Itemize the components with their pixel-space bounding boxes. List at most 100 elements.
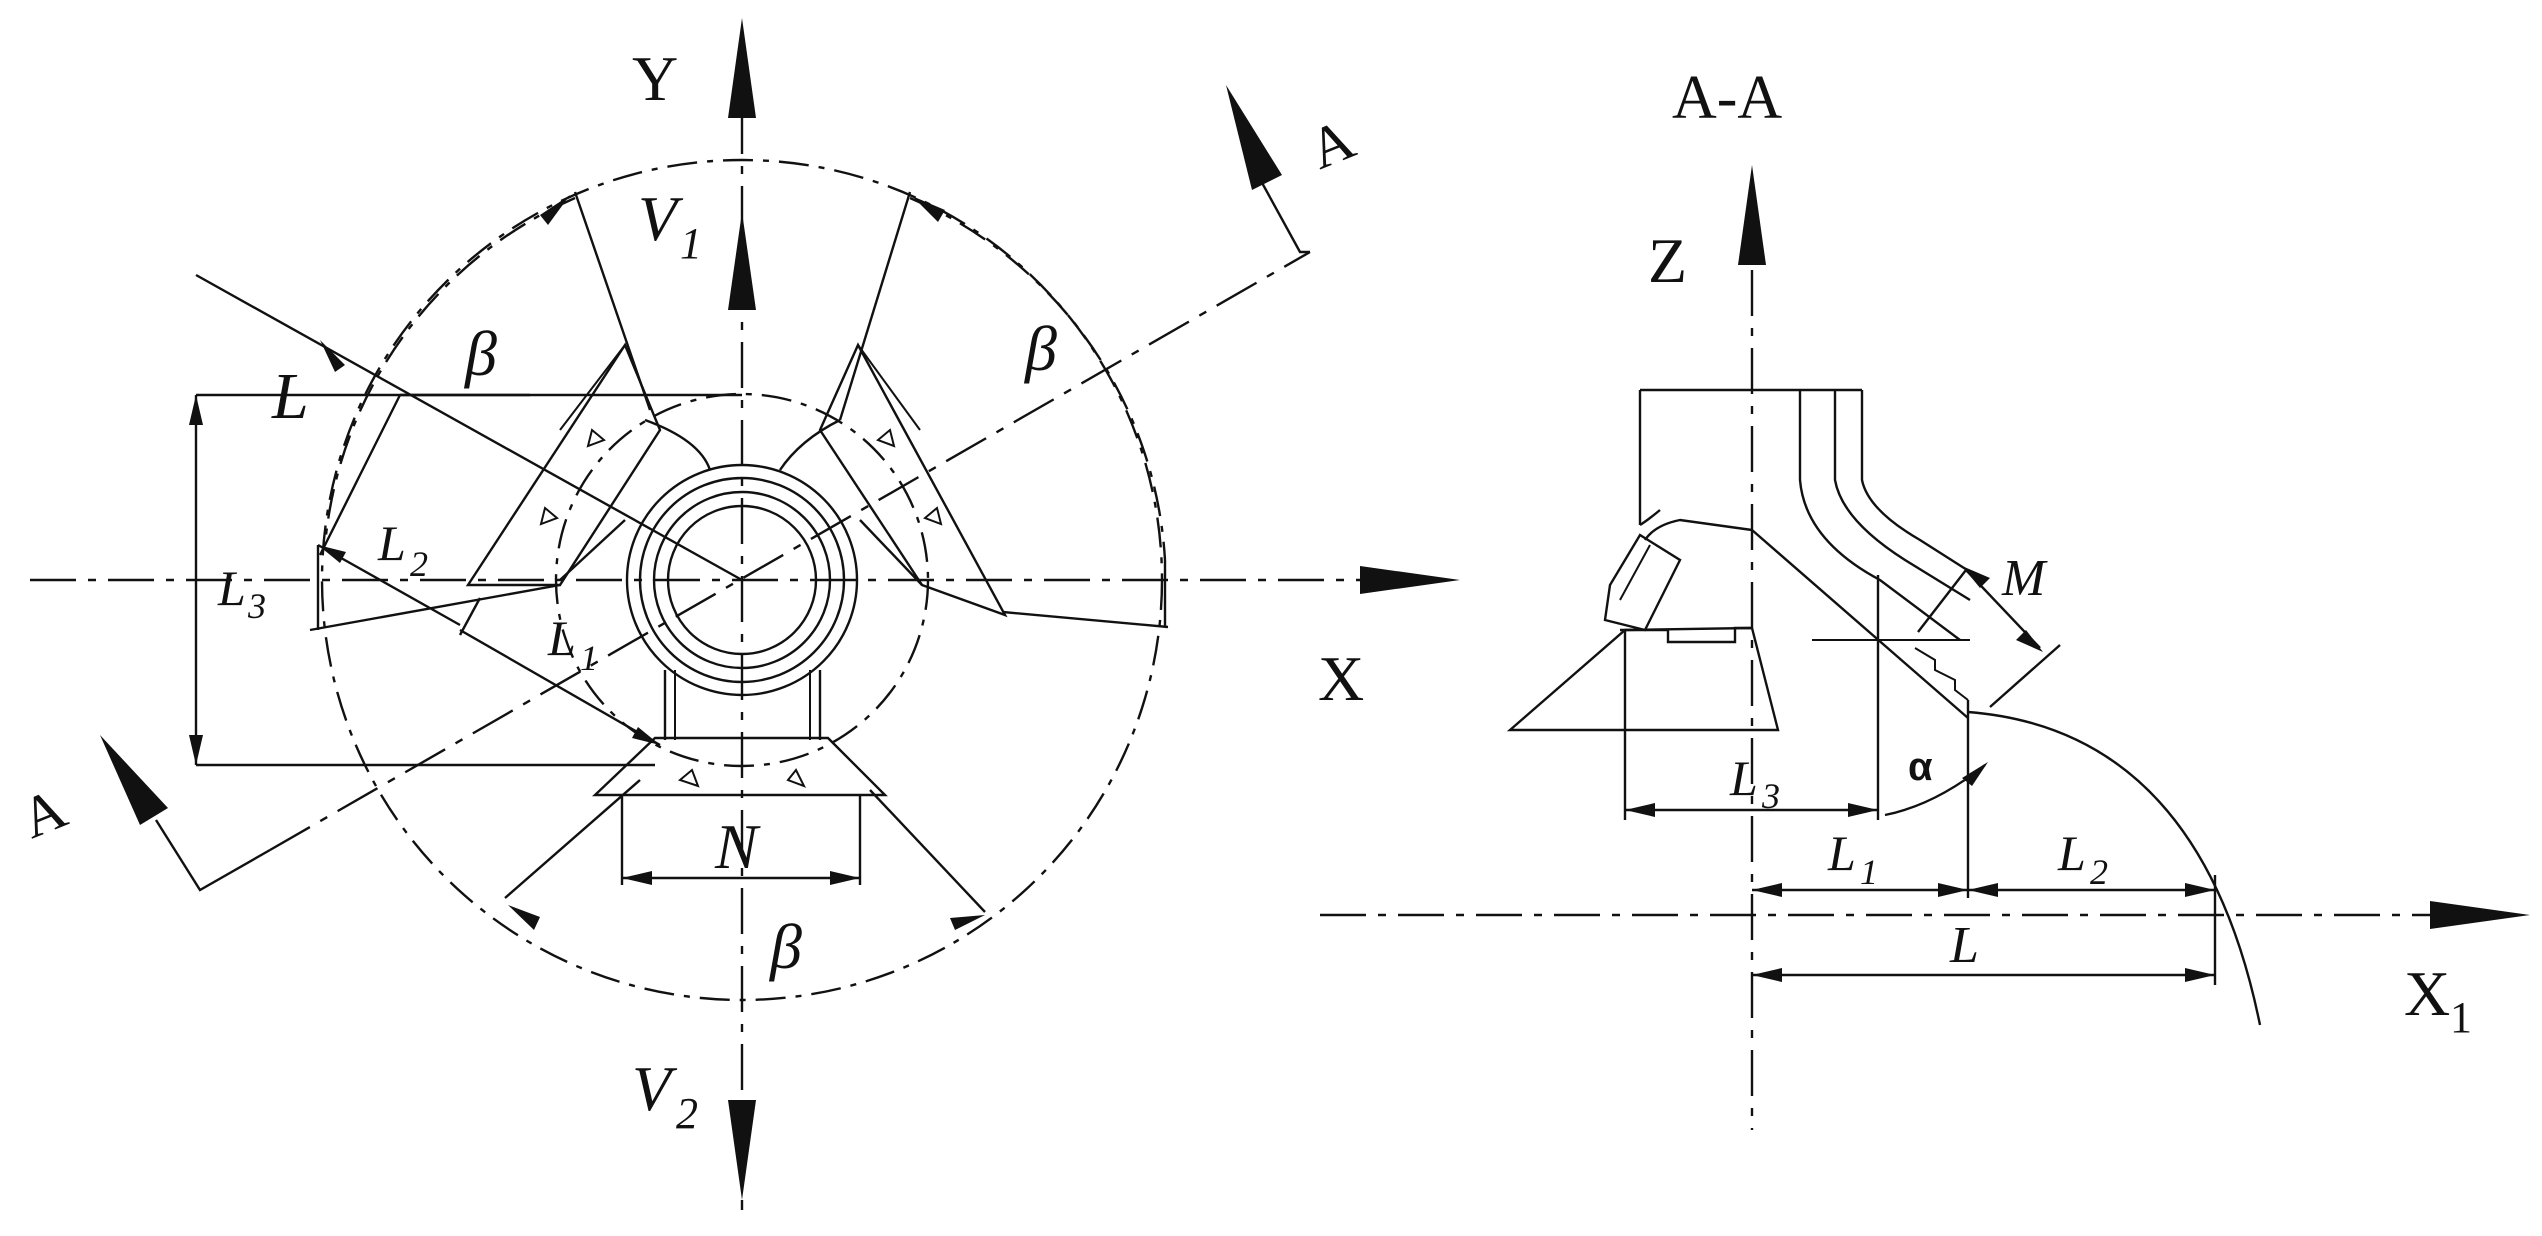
label-beta-left: β — [463, 318, 497, 389]
beta-arrow-bl — [508, 905, 540, 930]
dim-L2-arrow-r — [2185, 883, 2215, 897]
dim-L3-arrow-top — [189, 395, 203, 425]
dim-L3-arrow-bottom — [189, 735, 203, 765]
label-L2-left-sub: 2 — [410, 544, 428, 584]
dim-L-right-arrow-l — [1752, 968, 1782, 982]
label-dim-L2-left: L 2 — [377, 515, 428, 584]
dim-L-arrow — [320, 340, 345, 372]
label-beta-right: β — [1023, 313, 1057, 384]
beta-ref-ul — [573, 191, 652, 411]
body-inner-channel-1 — [1798, 390, 1961, 641]
alpha-arc — [1884, 764, 1986, 817]
label-section-bottom: A — [12, 775, 75, 851]
beta-ref-l — [309, 583, 561, 632]
label-axis-y: Y — [632, 43, 678, 114]
label-section-top: A — [1300, 106, 1363, 182]
blade-face — [1751, 529, 1969, 719]
work-curve — [1967, 710, 2262, 1026]
label-L1-left-main: L — [547, 610, 576, 666]
dim-L3-right-arrow-r — [1848, 803, 1878, 817]
label-L2-right-sub: 2 — [2090, 852, 2108, 892]
hub-circle-3 — [652, 490, 832, 670]
label-dim-L-left: L — [271, 360, 309, 433]
beta-arrow-right — [912, 196, 945, 222]
hub-circle-outer — [625, 463, 859, 697]
section-cut-top — [1253, 169, 1310, 254]
y-axis-arrow — [728, 18, 756, 118]
beta-arc-left — [323, 196, 576, 546]
blade-ul-inner — [559, 519, 626, 581]
alpha-arrow — [1962, 762, 1988, 786]
beta-ref-br — [869, 789, 986, 913]
body-inner-channel-2 — [1833, 390, 1971, 602]
right-view: A-A Z X 1 M — [1320, 64, 2530, 1130]
label-L1-left-sub: 1 — [580, 638, 598, 678]
label-alpha: α — [1908, 745, 1933, 789]
dim-L1-arrow-r — [1938, 883, 1968, 897]
label-dim-L1-right: L 1 — [1827, 825, 1878, 892]
v2-arrow — [728, 1100, 756, 1200]
section-line — [269, 250, 1311, 852]
v1-arrow — [728, 212, 756, 310]
label-v2-main: V — [632, 1053, 678, 1124]
dim-L-ext — [318, 394, 402, 556]
dim-L1-tick — [458, 597, 482, 636]
label-L3-left-main: L — [217, 560, 246, 616]
diag-left-line — [195, 273, 743, 582]
label-v1-main: V — [638, 183, 684, 254]
body-wedge — [1506, 626, 1780, 732]
z-axis-arrow — [1738, 165, 1766, 265]
insert-ul-2 — [539, 506, 559, 526]
insert-cutter — [1603, 533, 1682, 632]
insert-b-2 — [786, 768, 807, 788]
label-x1-sub: 1 — [2450, 993, 2472, 1042]
label-x1-main: X — [2404, 958, 2450, 1029]
insert-ur-1 — [876, 428, 896, 448]
label-axis-x: X — [1318, 643, 1364, 714]
blade-ur-inner — [859, 519, 923, 586]
insert-ur-2 — [923, 506, 943, 526]
label-dim-L3-right: L 3 — [1729, 750, 1780, 816]
insert-b-1 — [677, 768, 700, 788]
insert-cutter-detail — [1619, 544, 1651, 601]
x1-axis-arrow — [2430, 901, 2530, 929]
blade-bottom — [591, 736, 888, 797]
dim-L2-arrow-l — [1968, 883, 1998, 897]
body-left-corner — [1639, 509, 1661, 527]
beta-arrow-left — [540, 195, 570, 225]
section-arrow-top — [1226, 85, 1282, 190]
x-axis-arrow — [1360, 566, 1460, 594]
label-dim-L1-left: L 1 — [547, 610, 598, 678]
label-L3-left-sub: 3 — [247, 586, 266, 626]
label-L2-right-main: L — [2057, 825, 2086, 881]
step-edges — [1914, 647, 1969, 701]
blade-top-edge — [1644, 518, 1753, 541]
blade-ur-neck — [779, 418, 841, 471]
label-v2-sub: 2 — [676, 1089, 698, 1138]
blade-ul-neck — [644, 418, 712, 471]
label-dim-N: N — [714, 811, 761, 882]
m-arrow-top — [1962, 566, 1990, 588]
label-v1: V 1 — [638, 183, 702, 268]
dim-L2-arrow — [318, 545, 346, 563]
label-L2-left-main: L — [377, 515, 406, 571]
outer-dashdot-circle — [320, 158, 1164, 1002]
blade-ur-edge — [857, 344, 921, 431]
label-axis-x1: X 1 — [2404, 958, 2472, 1042]
inner-dashdot-circle — [554, 392, 930, 768]
m-ext-2 — [1989, 644, 2061, 708]
left-view: Y X A A V 1 V 2 β β β L L 2 L 3 L 1 N — [12, 18, 1460, 1210]
label-v1-sub: 1 — [680, 219, 702, 268]
label-v2: V 2 — [632, 1053, 698, 1138]
beta-arc-right — [909, 196, 1167, 561]
insert-ul-1 — [586, 428, 606, 448]
dim-L1-line — [459, 628, 661, 747]
label-L1-right-main: L — [1827, 825, 1856, 881]
beta-ref-ur — [838, 191, 912, 421]
label-beta-bottom: β — [768, 911, 802, 982]
blade-ul-edge — [559, 344, 626, 431]
dim-L1-arrow-l — [1752, 883, 1782, 897]
beta-ref-bl — [504, 779, 641, 899]
label-dim-L3-left: L 3 — [217, 560, 266, 626]
